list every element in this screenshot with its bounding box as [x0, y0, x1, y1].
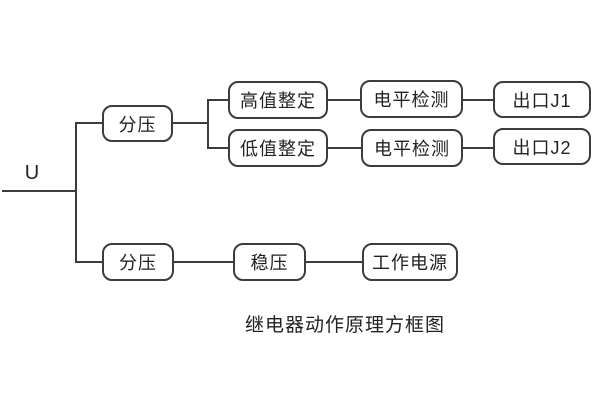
- split-line: [207, 99, 209, 149]
- branch-top-line: [75, 122, 102, 124]
- split-to-high-line: [207, 99, 228, 101]
- node-level-detection-1: 电平检测: [360, 80, 463, 118]
- trunk-line: [75, 122, 77, 263]
- low-to-level2-line: [328, 147, 361, 149]
- node-level-detection-2: 电平检测: [361, 129, 463, 167]
- level1-to-output1-line: [463, 99, 493, 101]
- node-output-j2: 出口J2: [493, 128, 591, 165]
- level2-to-output2-line: [463, 147, 493, 149]
- high-to-level1-line: [328, 99, 360, 101]
- divider-to-split-line: [173, 122, 208, 124]
- branch-bottom-line: [75, 261, 102, 263]
- regulator-to-power-line: [306, 261, 362, 263]
- split-to-low-line: [207, 147, 228, 149]
- node-working-power: 工作电源: [362, 243, 458, 281]
- node-voltage-divider-top: 分压: [102, 105, 173, 142]
- node-output-j1: 出口J1: [493, 81, 591, 118]
- node-high-value-setting: 高值整定: [228, 81, 328, 119]
- divider-to-regulator-line: [174, 261, 233, 263]
- node-voltage-regulator: 稳压: [233, 243, 306, 281]
- node-low-value-setting: 低值整定: [228, 129, 328, 167]
- diagram-caption: 继电器动作原理方框图: [244, 315, 445, 336]
- node-voltage-divider-bottom: 分压: [102, 243, 174, 281]
- input-line: [2, 190, 76, 192]
- input-voltage-label: U: [24, 162, 40, 184]
